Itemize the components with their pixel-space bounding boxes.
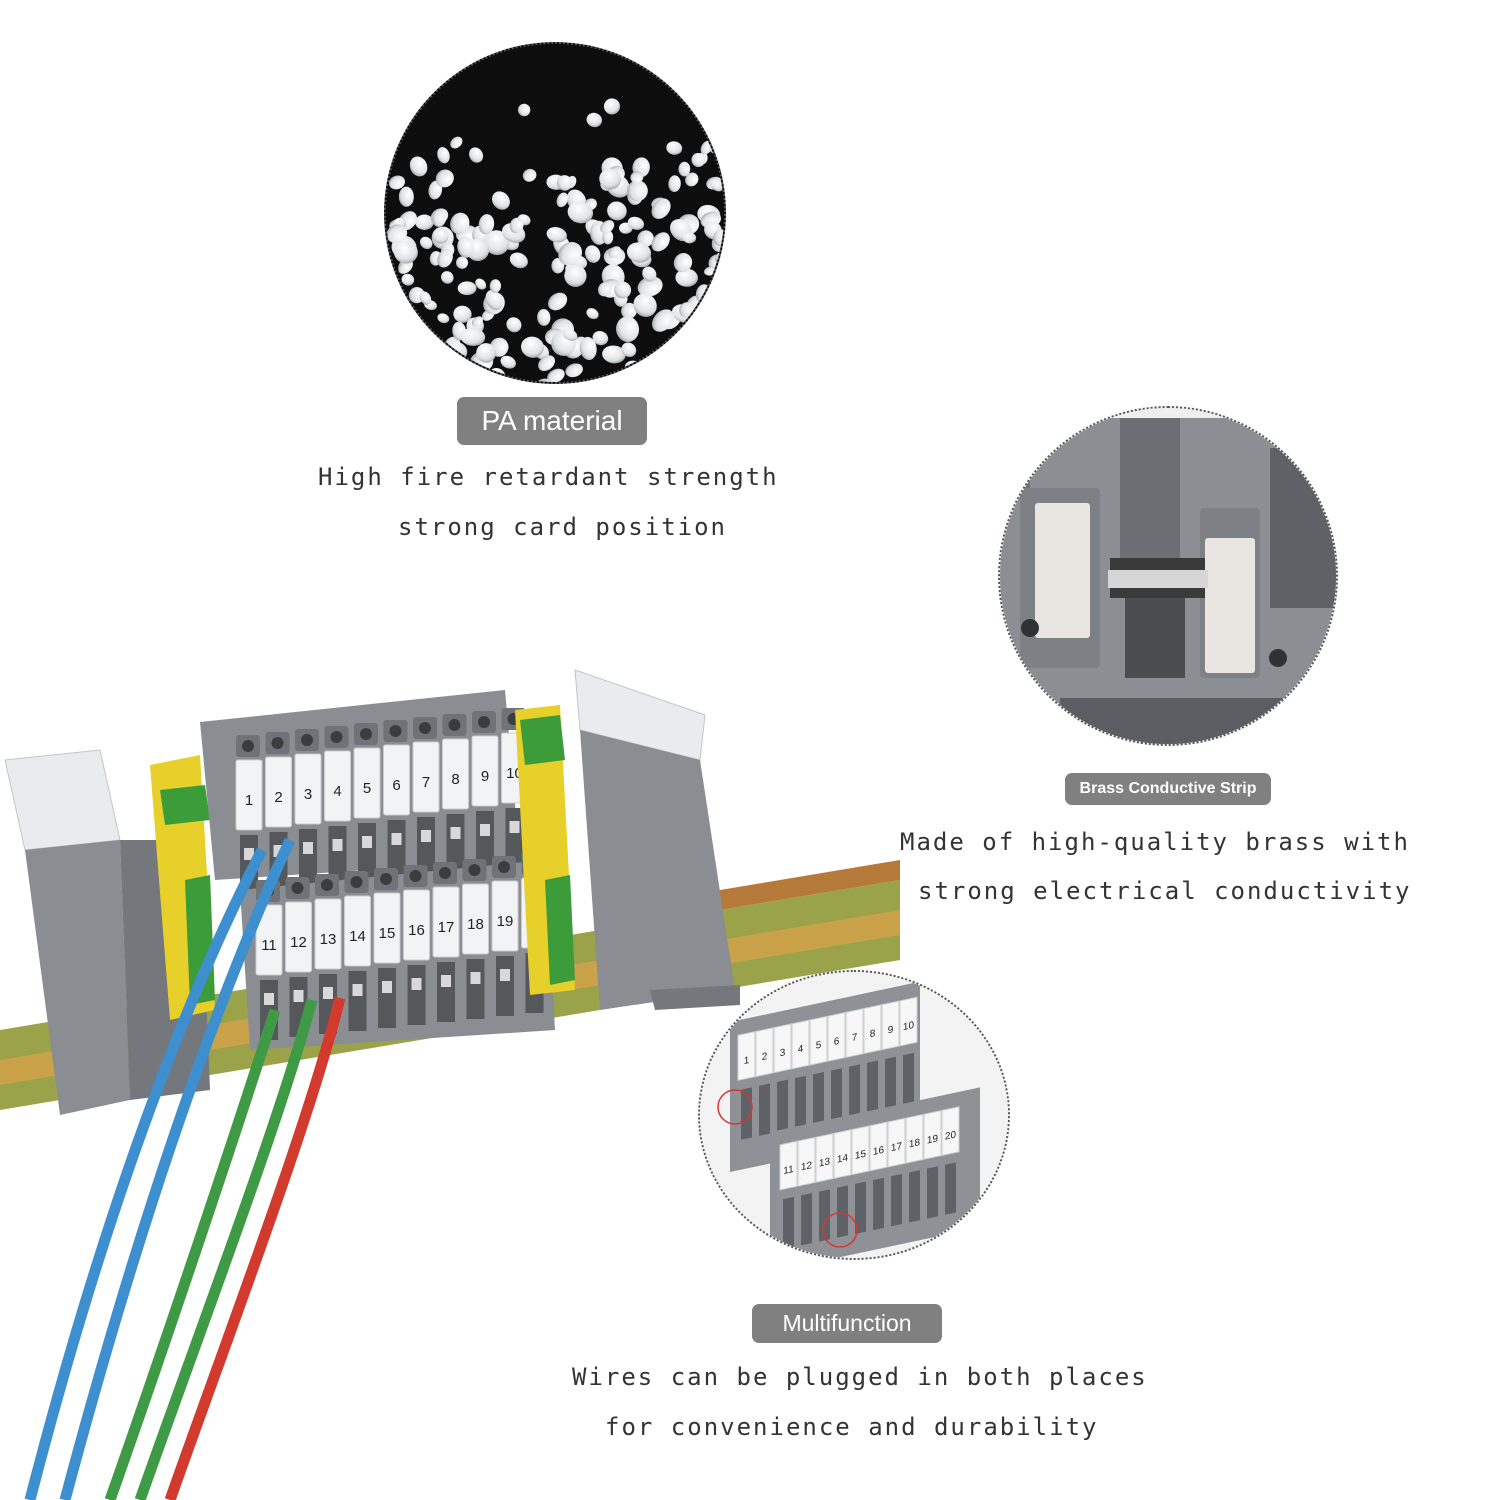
closeup-terminal-label: 19 (927, 1133, 938, 1146)
brass-strip-badge: Brass Conductive Strip (1065, 773, 1271, 805)
terminal-cross-section-image (1000, 408, 1336, 744)
multifunction-badge: Multifunction (752, 1304, 942, 1343)
closeup-terminal-label: 17 (891, 1141, 902, 1154)
closeup-terminal-label: 11 (783, 1164, 794, 1177)
brass-strip-photo (998, 406, 1338, 746)
pa-material-line1: High fire retardant strength (318, 463, 779, 491)
terminal-label-top: 6 (392, 777, 400, 794)
multifunction-line2: for convenience and durability (605, 1413, 1099, 1441)
closeup-terminal-label: 7 (852, 1032, 858, 1044)
pa-material-badge: PA material (457, 397, 647, 445)
closeup-terminal-label: 9 (888, 1024, 894, 1036)
closeup-terminal-label: 15 (855, 1149, 866, 1162)
terminal-label-top: 2 (274, 789, 282, 806)
highlight-circle-upper (717, 1089, 753, 1125)
closeup-terminal-label: 8 (870, 1028, 876, 1040)
terminal-label-top: 3 (304, 786, 312, 803)
closeup-terminal-label: 10 (903, 1020, 914, 1033)
brass-strip-line1: Made of high-quality brass with (900, 828, 1410, 856)
terminal-label-bottom: 16 (408, 922, 425, 939)
pa-material-photo (384, 42, 726, 384)
terminal-label-bottom: 19 (497, 913, 514, 930)
closeup-terminal-label: 20 (945, 1129, 956, 1142)
terminal-label-top: 7 (422, 774, 430, 791)
closeup-terminal-label: 4 (798, 1043, 804, 1055)
terminal-label-bottom: 17 (438, 919, 455, 936)
highlight-circle-lower (822, 1212, 858, 1248)
closeup-terminal-label: 13 (819, 1156, 830, 1169)
closeup-terminal-label: 3 (780, 1047, 786, 1059)
pa-material-line2: strong card position (398, 513, 727, 541)
terminal-label-bottom: 18 (467, 916, 484, 933)
terminal-label-top: 9 (481, 768, 489, 785)
multifunction-line1: Wires can be plugged in both places (572, 1363, 1148, 1391)
terminal-label-top: 5 (363, 780, 371, 797)
terminal-label-bottom: 11 (261, 937, 277, 954)
terminal-label-bottom: 13 (320, 931, 337, 948)
closeup-terminal-label: 16 (873, 1145, 884, 1158)
closeup-terminal-label: 12 (801, 1160, 812, 1173)
plastic-pellets-image (386, 44, 724, 382)
terminal-label-top: 1 (245, 792, 253, 809)
terminal-label-top: 8 (451, 771, 459, 788)
terminal-label-bottom: 12 (290, 934, 307, 951)
terminal-label-top: 4 (333, 783, 341, 800)
closeup-terminal-label: 1 (744, 1055, 750, 1067)
closeup-terminal-label: 18 (909, 1137, 920, 1150)
closeup-terminal-label: 5 (816, 1040, 822, 1052)
closeup-terminal-label: 14 (837, 1152, 848, 1165)
closeup-terminal-label: 2 (762, 1051, 768, 1063)
terminal-label-bottom: 15 (379, 925, 396, 942)
terminal-label-bottom: 14 (349, 928, 366, 945)
closeup-terminal-label: 6 (834, 1036, 840, 1048)
brass-strip-line2: strong electrical conductivity (918, 877, 1412, 905)
